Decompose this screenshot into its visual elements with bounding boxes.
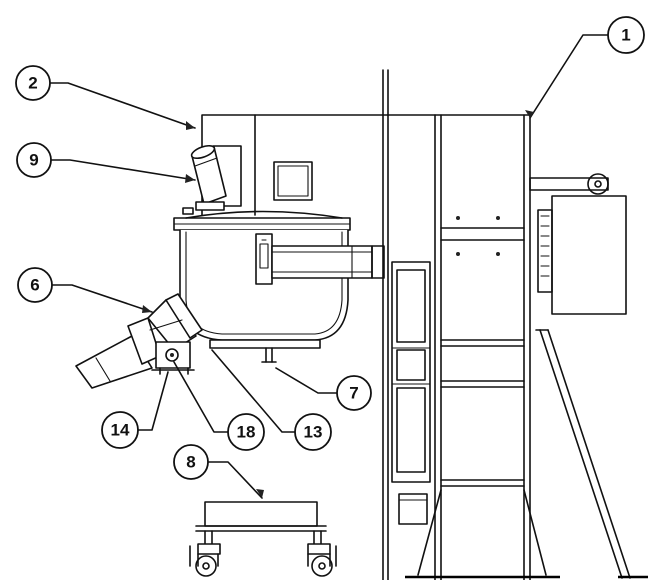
callout-18: 18 xyxy=(227,413,265,451)
callout-1: 1 xyxy=(607,16,645,54)
callout-18-label: 18 xyxy=(237,423,256,442)
callout-8: 8 xyxy=(173,444,209,480)
callout-9: 9 xyxy=(16,142,52,178)
callout-14: 14 xyxy=(101,411,139,449)
leader-8 xyxy=(208,461,263,499)
leader-6 xyxy=(51,284,153,313)
callout-8-label: 8 xyxy=(186,453,195,472)
carriage-panels xyxy=(391,261,431,525)
leader-14 xyxy=(137,371,169,431)
callout-13-label: 13 xyxy=(304,423,323,442)
callout-7: 7 xyxy=(336,375,372,411)
mobile-cart xyxy=(189,501,337,577)
loading-port-tube xyxy=(182,144,227,215)
support-tower xyxy=(382,69,648,580)
mixing-vessel xyxy=(173,210,385,363)
callout-6-label: 6 xyxy=(30,276,39,295)
leader-13 xyxy=(211,349,296,433)
callout-14-label: 14 xyxy=(111,421,130,440)
callout-1-label: 1 xyxy=(621,26,630,45)
leader-1 xyxy=(529,34,609,119)
leader-2 xyxy=(48,82,196,129)
leader-18 xyxy=(173,361,229,433)
discharge-chute xyxy=(75,293,203,389)
drive-motor-assembly xyxy=(529,173,627,315)
discharge-valve-pivot xyxy=(151,341,195,375)
leader-7 xyxy=(275,367,338,394)
leader-9 xyxy=(50,159,196,181)
callout-2-label: 2 xyxy=(28,74,37,93)
callout-2: 2 xyxy=(15,65,51,101)
callout-13: 13 xyxy=(294,413,332,451)
callout-6: 6 xyxy=(17,267,53,303)
callout-9-label: 9 xyxy=(29,151,38,170)
upper-housing xyxy=(201,114,436,216)
callout-7-label: 7 xyxy=(349,384,358,403)
leader-lines xyxy=(48,34,609,499)
